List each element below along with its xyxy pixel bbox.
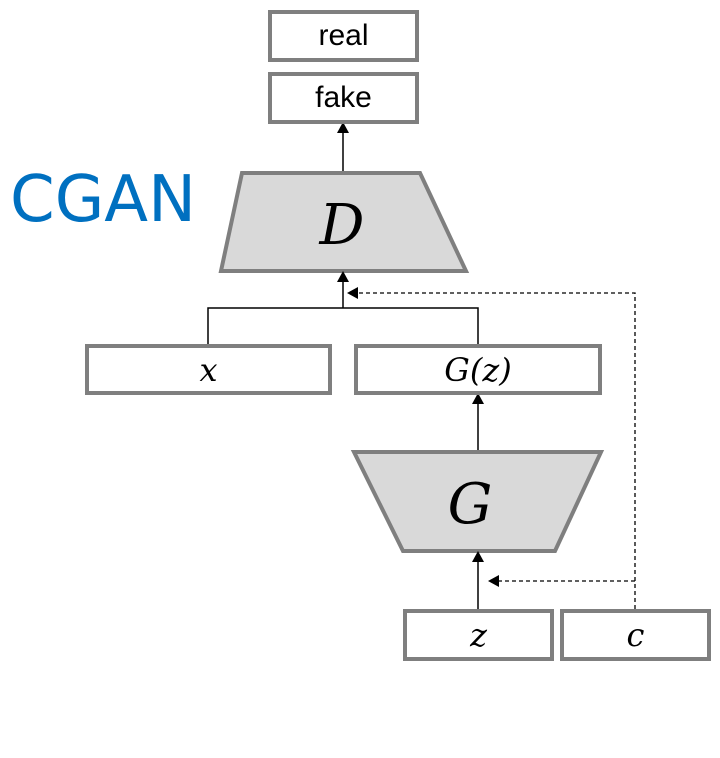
- generated-gz-box: G(z): [354, 344, 602, 395]
- generator-shape: [350, 450, 605, 553]
- condition-c-box: c: [560, 609, 711, 661]
- noise-z-box: z: [403, 609, 554, 661]
- c-to-d-dashed-arrow: [356, 292, 636, 609]
- output-real-label: real: [318, 19, 369, 52]
- noise-z-label: z: [470, 616, 487, 654]
- x-connector: [207, 307, 479, 344]
- input-x-label: x: [199, 350, 218, 389]
- discriminator-shape: [218, 171, 470, 273]
- generated-gz-label: G(z): [444, 350, 512, 389]
- input-x-box: x: [85, 344, 332, 395]
- output-real-box: real: [268, 10, 419, 62]
- output-fake-box: fake: [268, 72, 419, 124]
- discriminator-label: D: [319, 193, 365, 258]
- condition-c-label: c: [626, 616, 645, 654]
- diagram-title: CGAN: [10, 163, 196, 237]
- generator-label: G: [447, 472, 493, 537]
- output-fake-label: fake: [315, 81, 372, 114]
